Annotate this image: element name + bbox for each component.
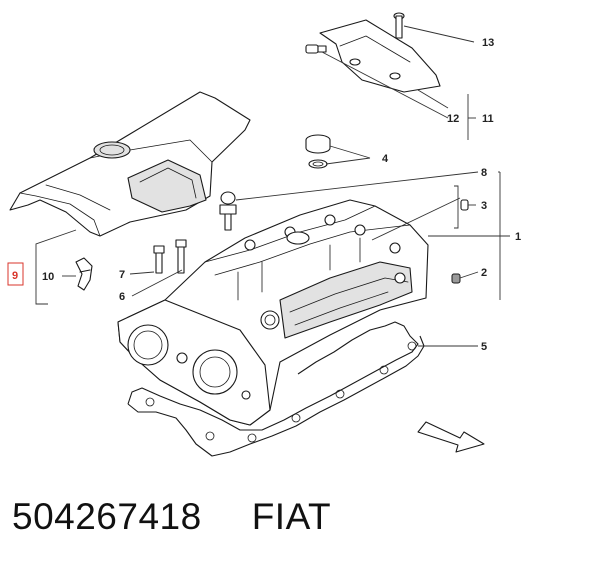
callout-13: 13 [482,37,494,49]
brand-name: FIAT [251,496,332,537]
callout-12: 12 [447,113,459,125]
callout-6: 6 [119,291,125,303]
callout-3: 3 [481,200,487,212]
callout-9-highlight: 9 [7,262,24,286]
stud-12 [305,44,327,54]
engine-cover [9,91,251,237]
valve-cover-gasket [127,321,425,457]
callout-labels: 13 12 11 4 8 3 1 2 5 7 6 10 9 [7,37,521,353]
filler-cap [305,134,331,169]
callout-8: 8 [481,167,487,179]
part-number: 504267418 [12,496,202,537]
callout-10: 10 [42,271,54,283]
valve-cover [117,199,429,426]
plug [451,273,461,284]
bolt-7 [153,245,165,274]
leader-lines [35,25,510,347]
callout-7: 7 [119,269,125,281]
clip [75,257,93,291]
callout-9: 9 [12,270,18,282]
bolt-6 [175,239,187,274]
callout-5: 5 [481,341,487,353]
callout-2: 2 [481,267,487,279]
bolt-13 [393,12,405,39]
callout-4: 4 [382,153,389,165]
bracket [319,19,441,93]
exploded-parts-diagram: 13 12 11 4 8 3 1 2 5 7 6 10 9 [7,12,521,457]
ball-stud [219,191,237,231]
part-info: 504267418 FIAT [12,492,331,542]
callout-1: 1 [515,231,521,243]
grommet [460,199,469,211]
callout-11: 11 [482,113,494,125]
direction-arrow-icon [417,421,485,453]
